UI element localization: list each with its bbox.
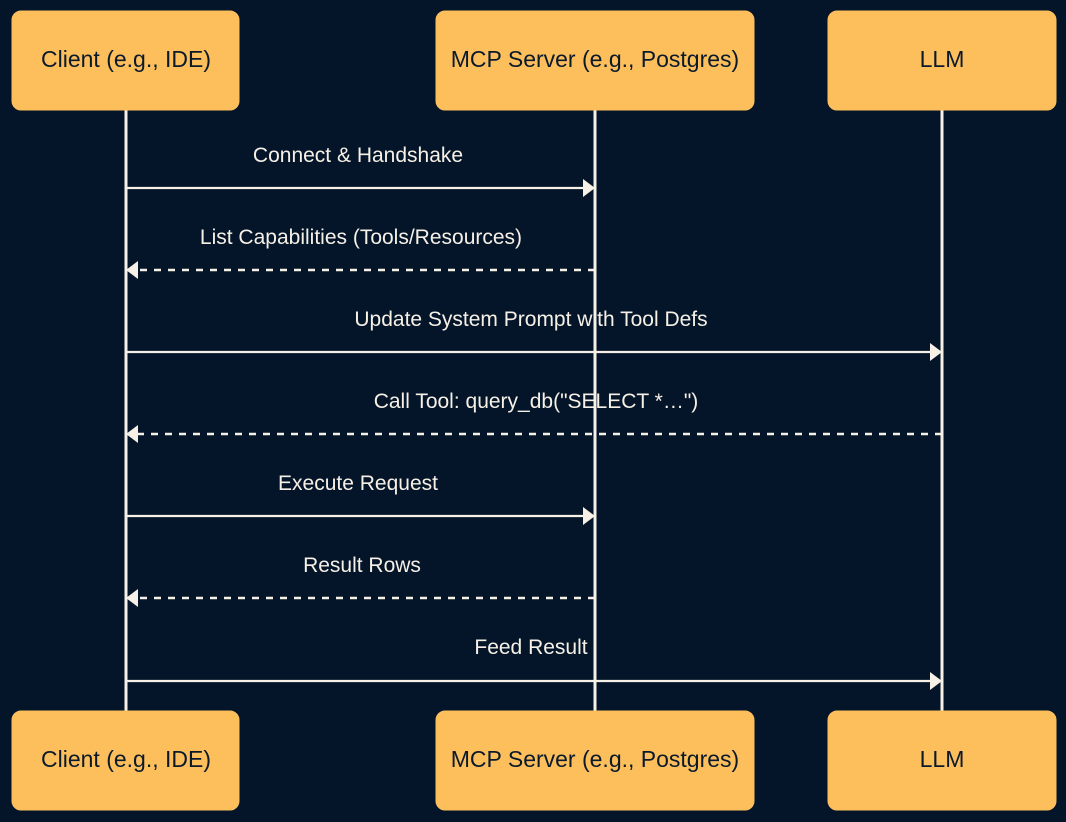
- message-feed-result[interactable]: Feed Result: [126, 636, 942, 690]
- actor-box-llm-top[interactable]: [827, 10, 1057, 111]
- message-label-4: Call Tool: query_db("SELECT *…"): [374, 390, 699, 413]
- arrowhead-left-6: [126, 589, 138, 607]
- message-label-7: Feed Result: [474, 636, 587, 659]
- actor-boxes-top: Client (e.g., IDE) MCP Server (e.g., Pos…: [11, 10, 1057, 111]
- actor-label-client-top: Client (e.g., IDE): [41, 46, 211, 72]
- arrowhead-right-5: [583, 507, 595, 525]
- message-connect-handshake[interactable]: Connect & Handshake: [126, 144, 595, 197]
- actor-client-top[interactable]: Client (e.g., IDE): [11, 10, 240, 111]
- message-label-1: Connect & Handshake: [253, 144, 463, 167]
- actor-box-server-top[interactable]: [435, 10, 755, 111]
- arrowhead-right-3: [930, 343, 942, 361]
- actor-box-llm-bottom[interactable]: [827, 710, 1057, 811]
- message-execute-request[interactable]: Execute Request: [126, 472, 595, 525]
- actor-label-server-bottom: MCP Server (e.g., Postgres): [451, 746, 739, 772]
- actor-llm-bottom[interactable]: LLM: [827, 710, 1057, 811]
- actor-llm-top[interactable]: LLM: [827, 10, 1057, 111]
- message-call-tool[interactable]: Call Tool: query_db("SELECT *…"): [126, 390, 942, 443]
- actor-server-top[interactable]: MCP Server (e.g., Postgres): [435, 10, 755, 111]
- message-update-system-prompt[interactable]: Update System Prompt with Tool Defs: [126, 308, 942, 361]
- actor-box-client-bottom[interactable]: [11, 710, 240, 811]
- actor-label-llm-top: LLM: [920, 46, 965, 72]
- actor-client-bottom[interactable]: Client (e.g., IDE): [11, 710, 240, 811]
- actor-label-llm-bottom: LLM: [920, 746, 965, 772]
- message-list-capabilities[interactable]: List Capabilities (Tools/Resources): [126, 226, 595, 279]
- actor-server-bottom[interactable]: MCP Server (e.g., Postgres): [435, 710, 755, 811]
- message-label-2: List Capabilities (Tools/Resources): [200, 226, 522, 249]
- arrowhead-right-1: [583, 179, 595, 197]
- arrowhead-left-4: [126, 425, 138, 443]
- actor-label-server-top: MCP Server (e.g., Postgres): [451, 46, 739, 72]
- message-label-6: Result Rows: [303, 554, 421, 577]
- actor-box-client-top[interactable]: [11, 10, 240, 111]
- message-result-rows[interactable]: Result Rows: [126, 554, 595, 607]
- arrowhead-right-7: [930, 672, 942, 690]
- lifelines: [124, 110, 944, 711]
- actor-box-server-bottom[interactable]: [435, 710, 755, 811]
- message-label-3: Update System Prompt with Tool Defs: [354, 308, 707, 331]
- actor-label-client-bottom: Client (e.g., IDE): [41, 746, 211, 772]
- arrowhead-left-2: [126, 261, 138, 279]
- message-label-5: Execute Request: [278, 472, 438, 495]
- messages: Connect & Handshake List Capabilities (T…: [126, 144, 942, 690]
- actor-boxes-bottom: Client (e.g., IDE) MCP Server (e.g., Pos…: [11, 710, 1057, 811]
